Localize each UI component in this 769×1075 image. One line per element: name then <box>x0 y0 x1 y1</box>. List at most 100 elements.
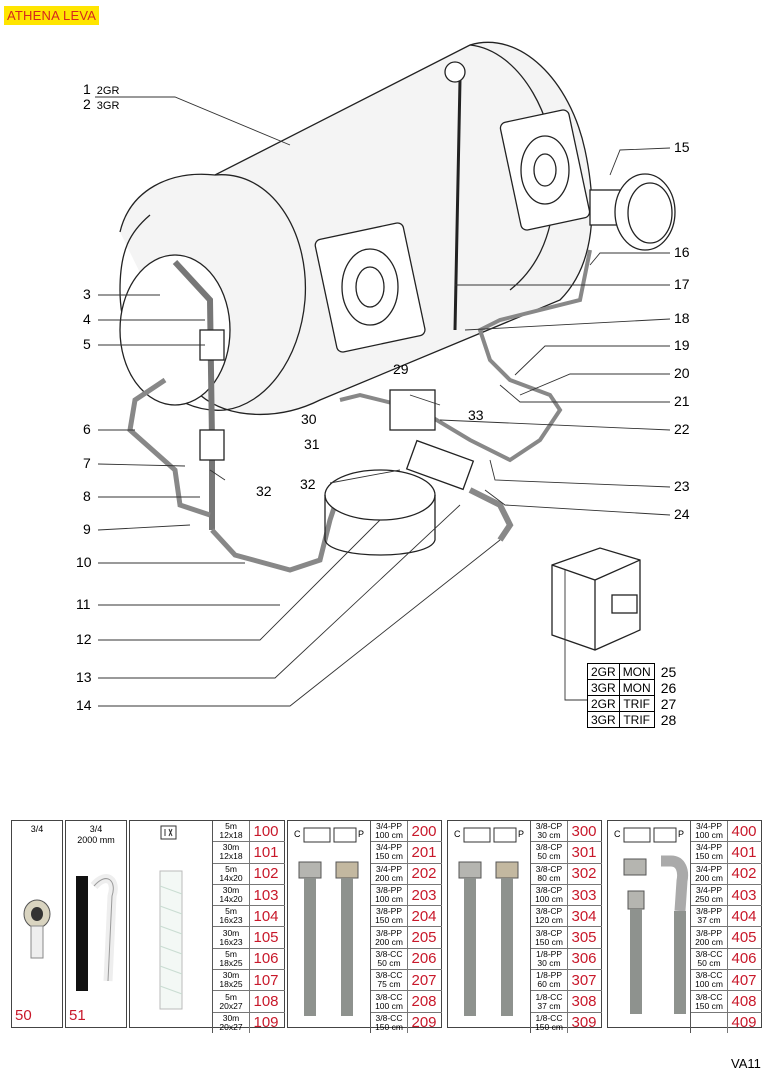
fitting-c-label: C <box>614 829 621 839</box>
callout-32a: 32 <box>300 476 316 492</box>
callout-14: 14 <box>76 697 92 713</box>
callout-13: 13 <box>76 669 92 685</box>
callout-31: 31 <box>304 436 320 452</box>
callout-9: 9 <box>83 521 91 537</box>
callout-3: 3 <box>83 286 91 302</box>
callout-22: 22 <box>674 421 690 437</box>
fitting-type-icon: C P <box>454 827 524 843</box>
fitting-icon <box>23 899 51 959</box>
callout-8: 8 <box>83 488 91 504</box>
callout-10: 10 <box>76 554 92 570</box>
callout-17: 17 <box>674 276 690 292</box>
callout-19: 19 <box>674 337 690 353</box>
callout-33: 33 <box>468 407 484 423</box>
catalog-item-50: 3/4 50 <box>11 820 63 1028</box>
callout-6: 6 <box>83 421 91 437</box>
item-caption: 3/4 <box>89 824 103 834</box>
fitting-type-icon: C P <box>614 827 684 843</box>
clear-tube-icon <box>159 870 183 1010</box>
fitting-c-label: C <box>454 829 461 839</box>
fitting-type-icon: C P <box>294 827 364 843</box>
fitting-p-label: P <box>358 829 364 839</box>
item-code: 50 <box>15 1007 32 1024</box>
cut-tube-icon <box>160 825 177 840</box>
callout-29: 29 <box>393 361 409 377</box>
callout-24: 24 <box>674 506 690 522</box>
item-caption: 3/4 <box>30 824 44 834</box>
callout-18: 18 <box>674 310 690 326</box>
callout-12: 12 <box>76 631 92 647</box>
callout-4: 4 <box>83 311 91 327</box>
drain-hose-icon <box>76 874 118 991</box>
callout-32b: 32 <box>256 483 272 499</box>
item-caption-length: 2000 mm <box>77 835 115 845</box>
callout-21: 21 <box>674 393 690 409</box>
callout-20: 20 <box>674 365 690 381</box>
callout-23: 23 <box>674 478 690 494</box>
callout-15: 15 <box>674 139 690 155</box>
callout-30: 30 <box>301 411 317 427</box>
page-code: VA11 <box>731 1056 761 1071</box>
item-code: 51 <box>69 1007 86 1024</box>
callout-16: 16 <box>674 244 690 260</box>
fitting-c-label: C <box>294 829 301 839</box>
catalog-item-51: 3/4 2000 mm 51 <box>65 820 127 1028</box>
page-title: ATHENA LEVA <box>4 6 100 25</box>
fitting-p-label: P <box>678 829 684 839</box>
callout-5: 5 <box>83 336 91 352</box>
braided-hose-pair-icon <box>458 861 519 1016</box>
braided-hose-pair-icon <box>298 861 359 1016</box>
boiler-exploded-drawing <box>95 41 676 707</box>
callout-7: 7 <box>83 455 91 471</box>
